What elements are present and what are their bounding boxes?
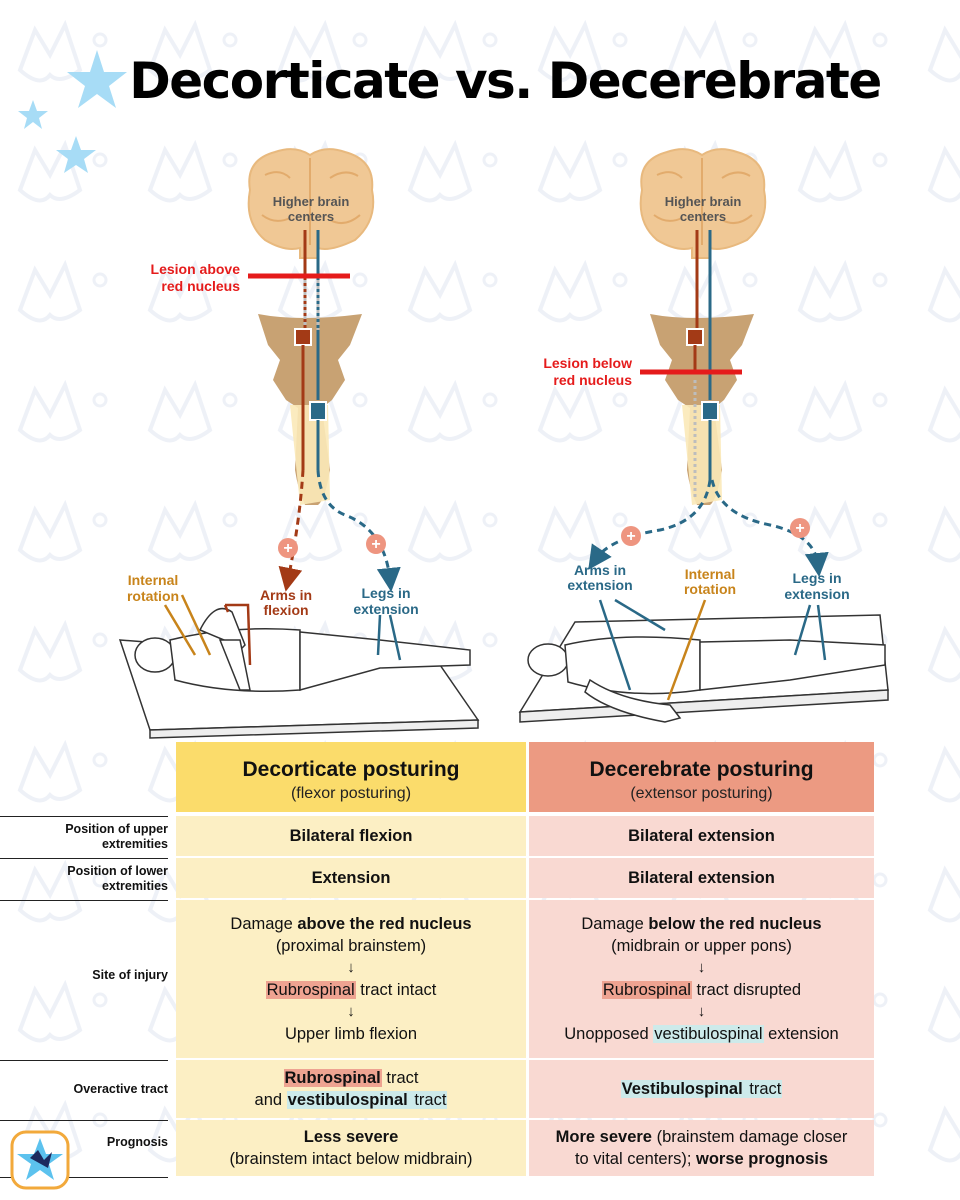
- svg-text:extension: extension: [567, 577, 632, 593]
- svg-text:rotation: rotation: [127, 588, 179, 604]
- cell-prognosis-decerebrate: More severe (brainstem damage closer to …: [529, 1120, 874, 1176]
- logo-badge-icon: [10, 1130, 70, 1190]
- row-label-lower: Position of lower extremities: [0, 858, 168, 898]
- svg-text:Arms in: Arms in: [260, 587, 312, 603]
- header-subtitle: (extensor posturing): [630, 785, 773, 802]
- down-arrow-icon: ↓: [697, 1003, 706, 1020]
- svg-text:Internal: Internal: [128, 572, 179, 588]
- cell-upper-decorticate: Bilateral flexion: [176, 816, 526, 856]
- brain-label: Higher brain: [665, 194, 742, 209]
- header-title: Decorticate posturing: [242, 758, 460, 781]
- patient-decerebrate: [518, 614, 889, 723]
- brain-label: Higher brain: [273, 194, 350, 209]
- down-arrow-icon: ↓: [697, 959, 706, 976]
- down-arrow-icon: ↓: [347, 959, 355, 976]
- cell-prognosis-decorticate: Less severe (brainstem intact below midb…: [176, 1120, 526, 1176]
- row-label-upper: Position of upper extremities: [0, 816, 168, 856]
- svg-text:Legs in: Legs in: [361, 585, 410, 601]
- cell-tract-decorticate: Rubrospinal tract and vestibulospinal tr…: [176, 1060, 526, 1118]
- svg-text:rotation: rotation: [684, 581, 736, 597]
- red-nucleus: [294, 328, 312, 346]
- svg-text:extension: extension: [353, 601, 418, 617]
- svg-text:Arms in: Arms in: [574, 562, 626, 578]
- header-decorticate: Decorticate posturing (flexor posturing): [176, 742, 526, 812]
- svg-text:Legs in: Legs in: [792, 570, 841, 586]
- star-icon: [67, 50, 127, 108]
- svg-text:red nucleus: red nucleus: [553, 372, 632, 388]
- cell-tract-decerebrate: Vestibulospinal tract: [529, 1060, 874, 1118]
- patient-decorticate: [118, 607, 480, 739]
- row-label-tract: Overactive tract: [0, 1060, 168, 1118]
- svg-text:red nucleus: red nucleus: [161, 278, 240, 294]
- svg-text:centers: centers: [680, 209, 726, 224]
- posturing-diagrams: Higher brain centers Lesion above red nu…: [118, 148, 889, 739]
- lesion-label: Lesion below: [543, 355, 632, 371]
- lesion-label: Lesion above: [151, 261, 241, 277]
- svg-text:flexion: flexion: [263, 602, 308, 618]
- row-label-site: Site of injury: [0, 900, 168, 1058]
- header-subtitle: (flexor posturing): [290, 785, 412, 802]
- svg-text:extension: extension: [784, 586, 849, 602]
- svg-text:+: +: [795, 520, 804, 537]
- down-arrow-icon: ↓: [347, 1003, 355, 1020]
- svg-text:+: +: [371, 536, 380, 553]
- vestibular-nucleus: [309, 401, 327, 421]
- page-title: Decorticate vs. Decerebrate: [129, 52, 882, 110]
- star-icon: [18, 100, 48, 129]
- decorative-stars: [18, 50, 127, 173]
- svg-text:+: +: [283, 540, 292, 557]
- cell-lower-decorticate: Extension: [176, 858, 526, 898]
- cell-site-decorticate: Damage above the red nucleus (proximal b…: [176, 900, 526, 1058]
- header-decerebrate: Decerebrate posturing (extensor posturin…: [529, 742, 874, 812]
- svg-text:+: +: [626, 528, 635, 545]
- decerebrate-diagram: Higher brain centers Lesion below red nu…: [518, 148, 889, 723]
- vestibular-nucleus: [701, 401, 719, 421]
- cell-lower-decerebrate: Bilateral extension: [529, 858, 874, 898]
- cell-upper-decerebrate: Bilateral extension: [529, 816, 874, 856]
- star-icon: [56, 136, 96, 173]
- cell-site-decerebrate: Damage below the red nucleus (midbrain o…: [529, 900, 874, 1058]
- svg-text:Internal: Internal: [685, 566, 736, 582]
- red-nucleus: [686, 328, 704, 346]
- decorticate-diagram: Higher brain centers Lesion above red nu…: [118, 148, 480, 739]
- svg-text:centers: centers: [288, 209, 334, 224]
- header-title: Decerebrate posturing: [589, 758, 814, 781]
- row-label-prognosis: Prognosis: [0, 1120, 168, 1178]
